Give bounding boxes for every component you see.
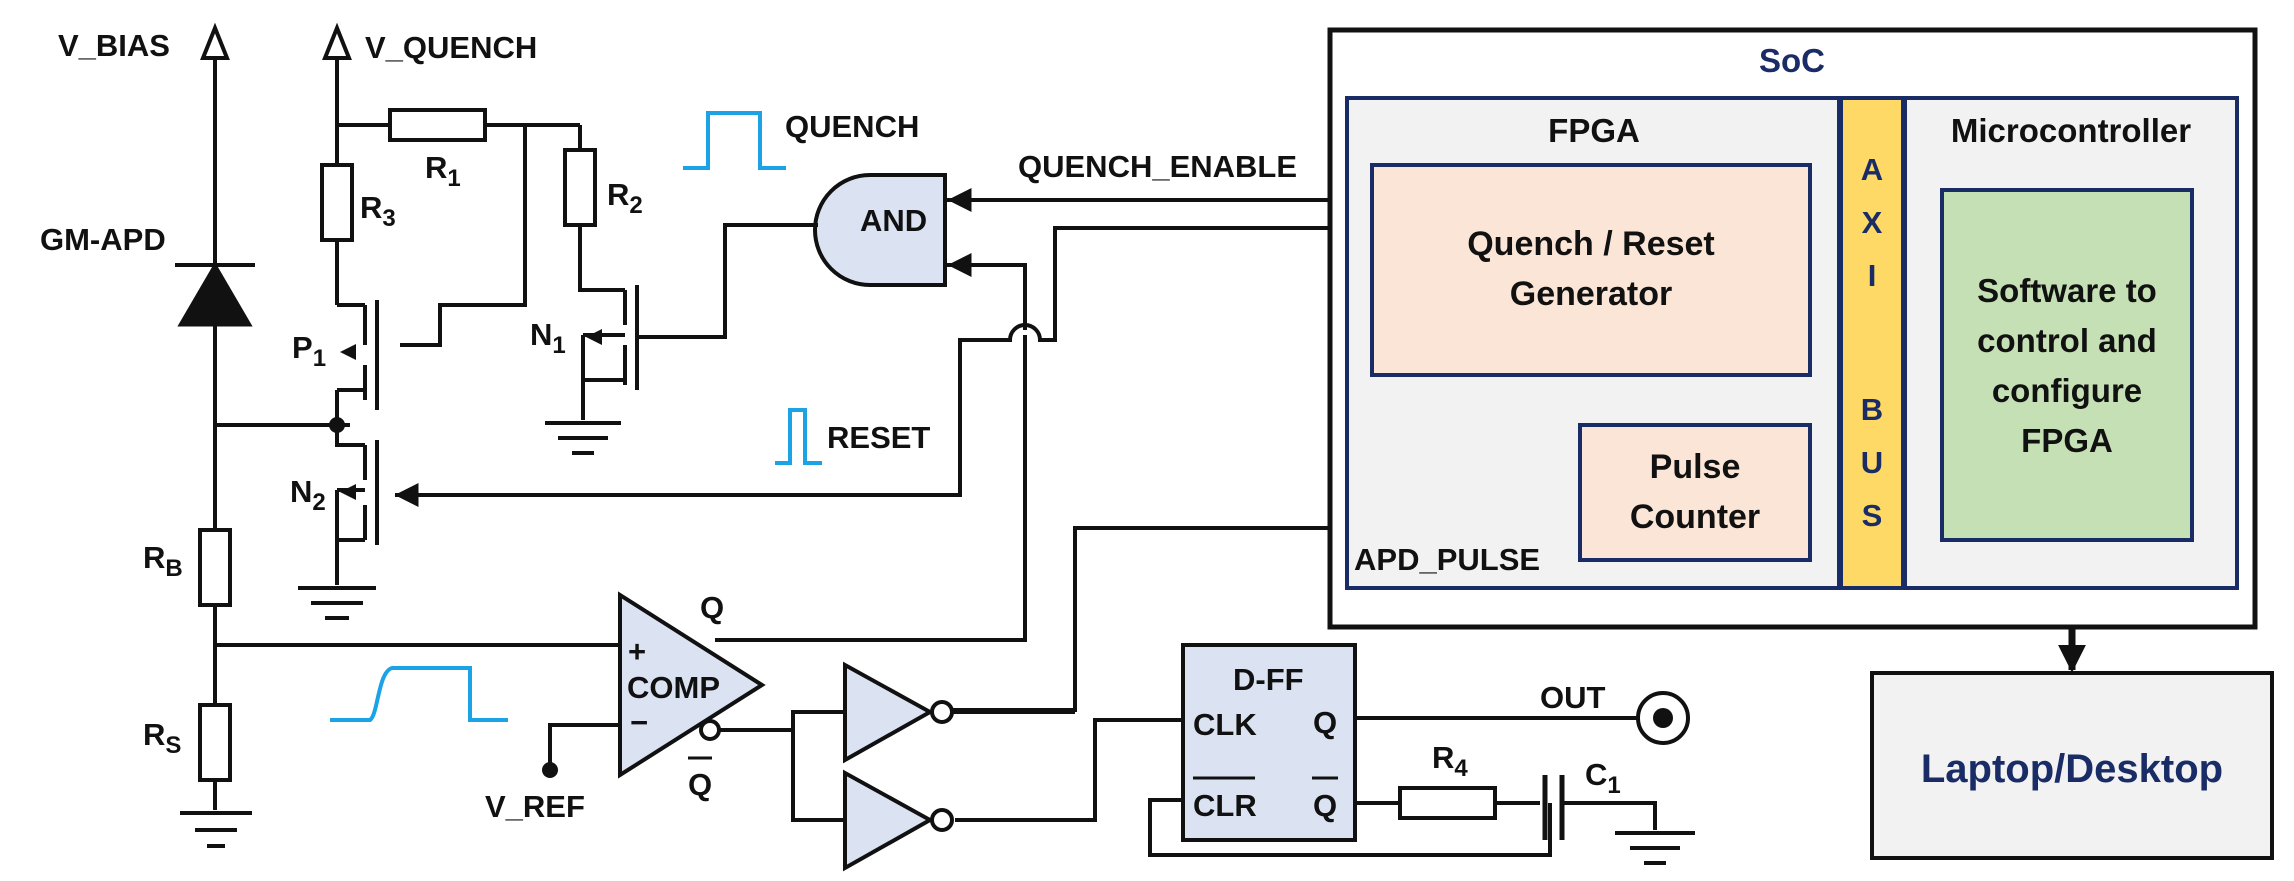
- label-and: AND: [860, 203, 927, 238]
- label-rb: RB: [143, 540, 183, 582]
- label-q: Q: [700, 590, 724, 625]
- d-flip-flop: [1181, 643, 1357, 842]
- label-dff-title: D-FF: [1233, 662, 1304, 697]
- label-quench-enable: QUENCH_ENABLE: [1018, 149, 1297, 184]
- comparator-qbar-bubble: [699, 719, 721, 741]
- reset-pulse-icon: [775, 408, 822, 465]
- resistor-r2: [563, 148, 597, 227]
- label-q-bar: Q: [688, 767, 712, 802]
- label-v-ref: V_REF: [485, 789, 585, 824]
- gm-apd-diode: [175, 262, 255, 327]
- resistors: [198, 108, 1497, 820]
- resistor-r4: [1398, 786, 1497, 820]
- resistor-rs: [198, 703, 232, 782]
- ground-icon: [180, 811, 252, 848]
- label-n1: N1: [530, 317, 566, 359]
- axi-letter: A: [1861, 152, 1883, 187]
- ground-icon: [298, 586, 376, 620]
- label-r2: R2: [607, 177, 643, 219]
- label-gm-apd: GM-APD: [40, 222, 166, 257]
- axi-letter: U: [1861, 445, 1883, 480]
- label-dff-q: Q: [1313, 705, 1337, 740]
- label-soc: SoC: [1759, 42, 1825, 79]
- resistor-rb: [198, 528, 232, 607]
- label-quench: QUENCH: [785, 109, 919, 144]
- ground-icon: [545, 421, 621, 455]
- axi-letter: I: [1868, 258, 1877, 293]
- pulse-counter: [1578, 423, 1812, 562]
- laptop-desktop-block: [1870, 671, 2274, 860]
- ground-symbols: [180, 421, 1695, 865]
- label-rs: RS: [143, 717, 181, 759]
- resistor-r1: [388, 108, 487, 142]
- label-dff-clk: CLK: [1193, 707, 1257, 742]
- comparator: [618, 591, 766, 779]
- label-laptop-desktop: Laptop/Desktop: [1921, 747, 2223, 791]
- supply-symbols: [200, 22, 352, 60]
- and-gate: [813, 173, 947, 287]
- label-r1: R1: [425, 150, 461, 192]
- junction-dot: [329, 417, 345, 433]
- label-microcontroller: Microcontroller: [1951, 112, 2191, 149]
- apd-pulse-icon: [330, 666, 508, 722]
- axi-bus: [1839, 96, 1905, 590]
- ground-icon: [1615, 831, 1695, 865]
- axi-letter: B: [1861, 392, 1883, 427]
- label-r3: R3: [360, 190, 396, 232]
- label-pulse-counter-1: Pulse: [1650, 448, 1741, 486]
- label-v-quench: V_QUENCH: [365, 30, 537, 65]
- software-line: control and: [1977, 322, 2157, 359]
- capacitor-c1: [1542, 775, 1565, 840]
- label-apd-pulse: APD_PULSE: [1354, 542, 1540, 577]
- label-reset: RESET: [827, 420, 930, 455]
- software-line: configure: [1992, 372, 2142, 409]
- resistor-r3: [320, 163, 354, 242]
- axi-letter: X: [1862, 205, 1883, 240]
- label-comp: COMP: [627, 670, 720, 705]
- inverter-bottom: [843, 769, 935, 872]
- inverter-top: [843, 661, 935, 764]
- transistor-arrows: [340, 329, 602, 500]
- v-ref-terminal: [542, 762, 558, 778]
- axi-letter: S: [1862, 498, 1883, 533]
- label-out: OUT: [1540, 680, 1606, 715]
- label-quench-reset-2: Generator: [1510, 275, 1673, 313]
- label-dff-qbar: Q: [1313, 788, 1337, 823]
- label-p1: P1: [292, 330, 326, 372]
- label-quench-reset-1: Quench / Reset: [1467, 225, 1715, 263]
- label-pulse-counter-2: Counter: [1630, 498, 1760, 536]
- software-line: FPGA: [2021, 422, 2113, 459]
- software-line: Software to: [1977, 272, 2157, 309]
- label-c1: C1: [1585, 757, 1621, 799]
- inverters: [843, 661, 1075, 872]
- pulse-waveforms: [330, 111, 822, 722]
- label-r4: R4: [1432, 740, 1468, 782]
- software-block: [1940, 188, 2194, 542]
- v-quench-supply-icon: [322, 22, 352, 60]
- label-n2: N2: [290, 474, 326, 516]
- label-v-bias: V_BIAS: [58, 28, 170, 63]
- quench-pulse-icon: [683, 111, 786, 170]
- v-bias-supply-icon: [200, 22, 230, 60]
- label-fpga: FPGA: [1548, 112, 1640, 149]
- label-comp-minus: −: [630, 705, 648, 740]
- label-dff-clr: CLR: [1193, 788, 1257, 823]
- label-comp-plus: +: [628, 634, 646, 669]
- quench-reset-generator: [1370, 163, 1812, 377]
